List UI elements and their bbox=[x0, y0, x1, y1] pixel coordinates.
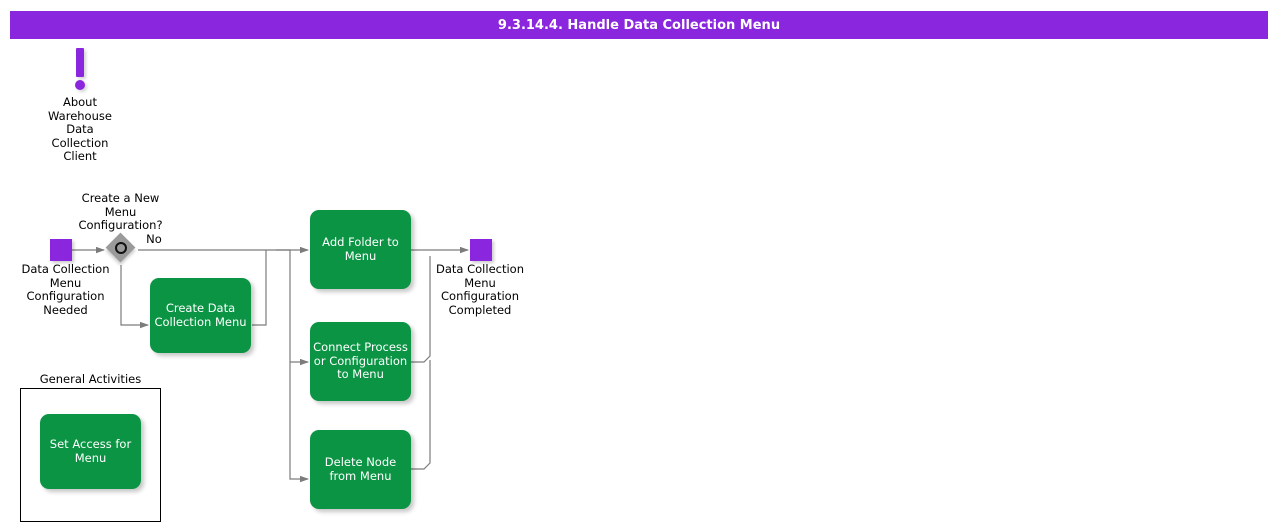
task-delete-node-from-menu[interactable]: Delete Node from Menu bbox=[310, 430, 411, 509]
edge-distributor-to-delete bbox=[289, 362, 309, 483]
gateway-question-label: Create a New Menu Configuration? bbox=[78, 191, 163, 232]
task-set-access-for-menu-label: Set Access for Menu bbox=[49, 437, 132, 465]
start-event-label: Data Collection Menu Configuration Neede… bbox=[21, 262, 110, 317]
gateway-circle-icon bbox=[115, 242, 127, 254]
end-event-data-collection-menu-configuration-completed[interactable] bbox=[470, 239, 492, 261]
gateway-branch-no-label: No bbox=[146, 232, 162, 246]
task-add-folder-to-menu[interactable]: Add Folder to Menu bbox=[310, 210, 411, 289]
task-connect-process-or-configuration-to-menu-label: Connect Process or Configuration to Menu bbox=[313, 340, 408, 382]
start-event-data-collection-menu-configuration-needed[interactable] bbox=[50, 239, 72, 261]
task-create-data-collection-menu[interactable]: Create Data Collection Menu bbox=[150, 278, 251, 353]
end-event-label: Data Collection Menu Configuration Compl… bbox=[436, 262, 524, 317]
task-create-data-collection-menu-label: Create Data Collection Menu bbox=[154, 301, 247, 329]
group-general-activities-title: General Activities bbox=[39, 372, 142, 386]
note-about-label: About Warehouse Data Collection Client bbox=[48, 95, 112, 163]
page-title-bar: 9.3.14.4. Handle Data Collection Menu bbox=[10, 11, 1268, 39]
edge-distributor-trunk bbox=[276, 249, 291, 362]
edge-delete-to-collector bbox=[410, 360, 431, 470]
exclusive-gateway-create-new-menu-configuration[interactable] bbox=[105, 232, 136, 263]
page-title: 9.3.14.4. Handle Data Collection Menu bbox=[497, 17, 781, 33]
task-set-access-for-menu[interactable]: Set Access for Menu bbox=[40, 414, 141, 489]
note-about-warehouse-client: About Warehouse Data Collection Client bbox=[40, 48, 120, 164]
exclamation-mark-icon bbox=[40, 48, 120, 93]
task-add-folder-to-menu-label: Add Folder to Menu bbox=[322, 235, 399, 263]
group-general-activities bbox=[20, 388, 161, 522]
task-connect-process-or-configuration-to-menu[interactable]: Connect Process or Configuration to Menu bbox=[310, 322, 411, 401]
task-delete-node-from-menu-label: Delete Node from Menu bbox=[324, 455, 397, 483]
edge-create-to-mainline bbox=[252, 250, 267, 326]
